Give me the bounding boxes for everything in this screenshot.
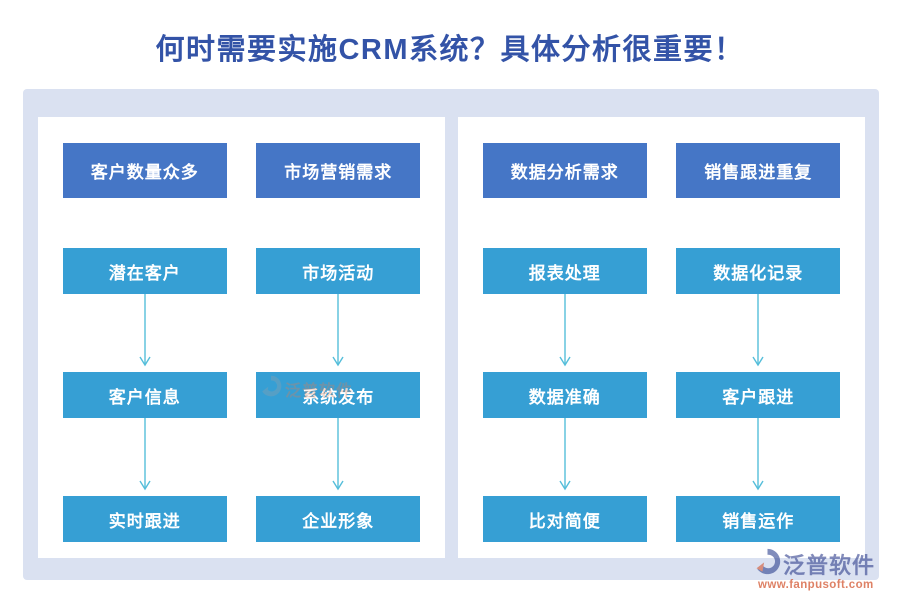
brand-logo: 泛普软件 www.fanpusoft.com [754, 548, 890, 591]
header-box: 市场营销需求 [256, 143, 421, 198]
step-box: 潜在客户 [62, 248, 227, 294]
arrow-down-icon [676, 418, 840, 496]
arrow-down-icon [256, 294, 420, 372]
diagram-canvas: 客户数量众多 潜在客户 客户信息 实时跟进 市场营销需求 市场活动 [23, 89, 879, 580]
step-box: 企业形象 [256, 496, 421, 542]
header-box: 客户数量众多 [62, 143, 227, 198]
brand-name: 泛普软件 [783, 553, 876, 578]
step-box: 客户跟进 [676, 372, 841, 418]
step-box: 实时跟进 [62, 496, 227, 542]
step-box: 市场活动 [256, 248, 421, 294]
flow-column-marketing: 市场营销需求 市场活动 系统发布 企业形象 [256, 143, 421, 558]
arrow-down-icon [483, 294, 647, 372]
brand-logo-icon [754, 548, 781, 580]
step-box: 系统发布 [256, 372, 421, 418]
step-box: 客户信息 [62, 372, 227, 418]
arrow-down-icon [676, 294, 840, 372]
arrow-down-icon [63, 418, 227, 496]
header-box: 销售跟进重复 [676, 143, 841, 198]
flow-column-sales-followup: 销售跟进重复 数据化记录 客户跟进 销售运作 [676, 143, 841, 558]
step-box: 数据准确 [482, 372, 647, 418]
arrow-down-icon [483, 418, 647, 496]
panel-right: 数据分析需求 报表处理 数据准确 比对简便 销售跟进重复 数据化记录 [458, 117, 865, 558]
step-box: 比对简便 [482, 496, 647, 542]
brand-url: www.fanpusoft.com [758, 579, 874, 591]
page-title: 何时需要实施CRM系统？具体分析很重要！ [155, 34, 745, 66]
panel-left: 客户数量众多 潜在客户 客户信息 实时跟进 市场营销需求 市场活动 [38, 117, 445, 558]
arrow-down-icon [63, 294, 227, 372]
flow-column-data-analysis: 数据分析需求 报表处理 数据准确 比对简便 [482, 143, 647, 558]
step-box: 报表处理 [482, 248, 647, 294]
arrow-down-icon [256, 418, 420, 496]
header-box: 数据分析需求 [482, 143, 647, 198]
step-box: 销售运作 [676, 496, 841, 542]
step-box: 数据化记录 [676, 248, 841, 294]
flow-column-customer-volume: 客户数量众多 潜在客户 客户信息 实时跟进 [62, 143, 227, 558]
